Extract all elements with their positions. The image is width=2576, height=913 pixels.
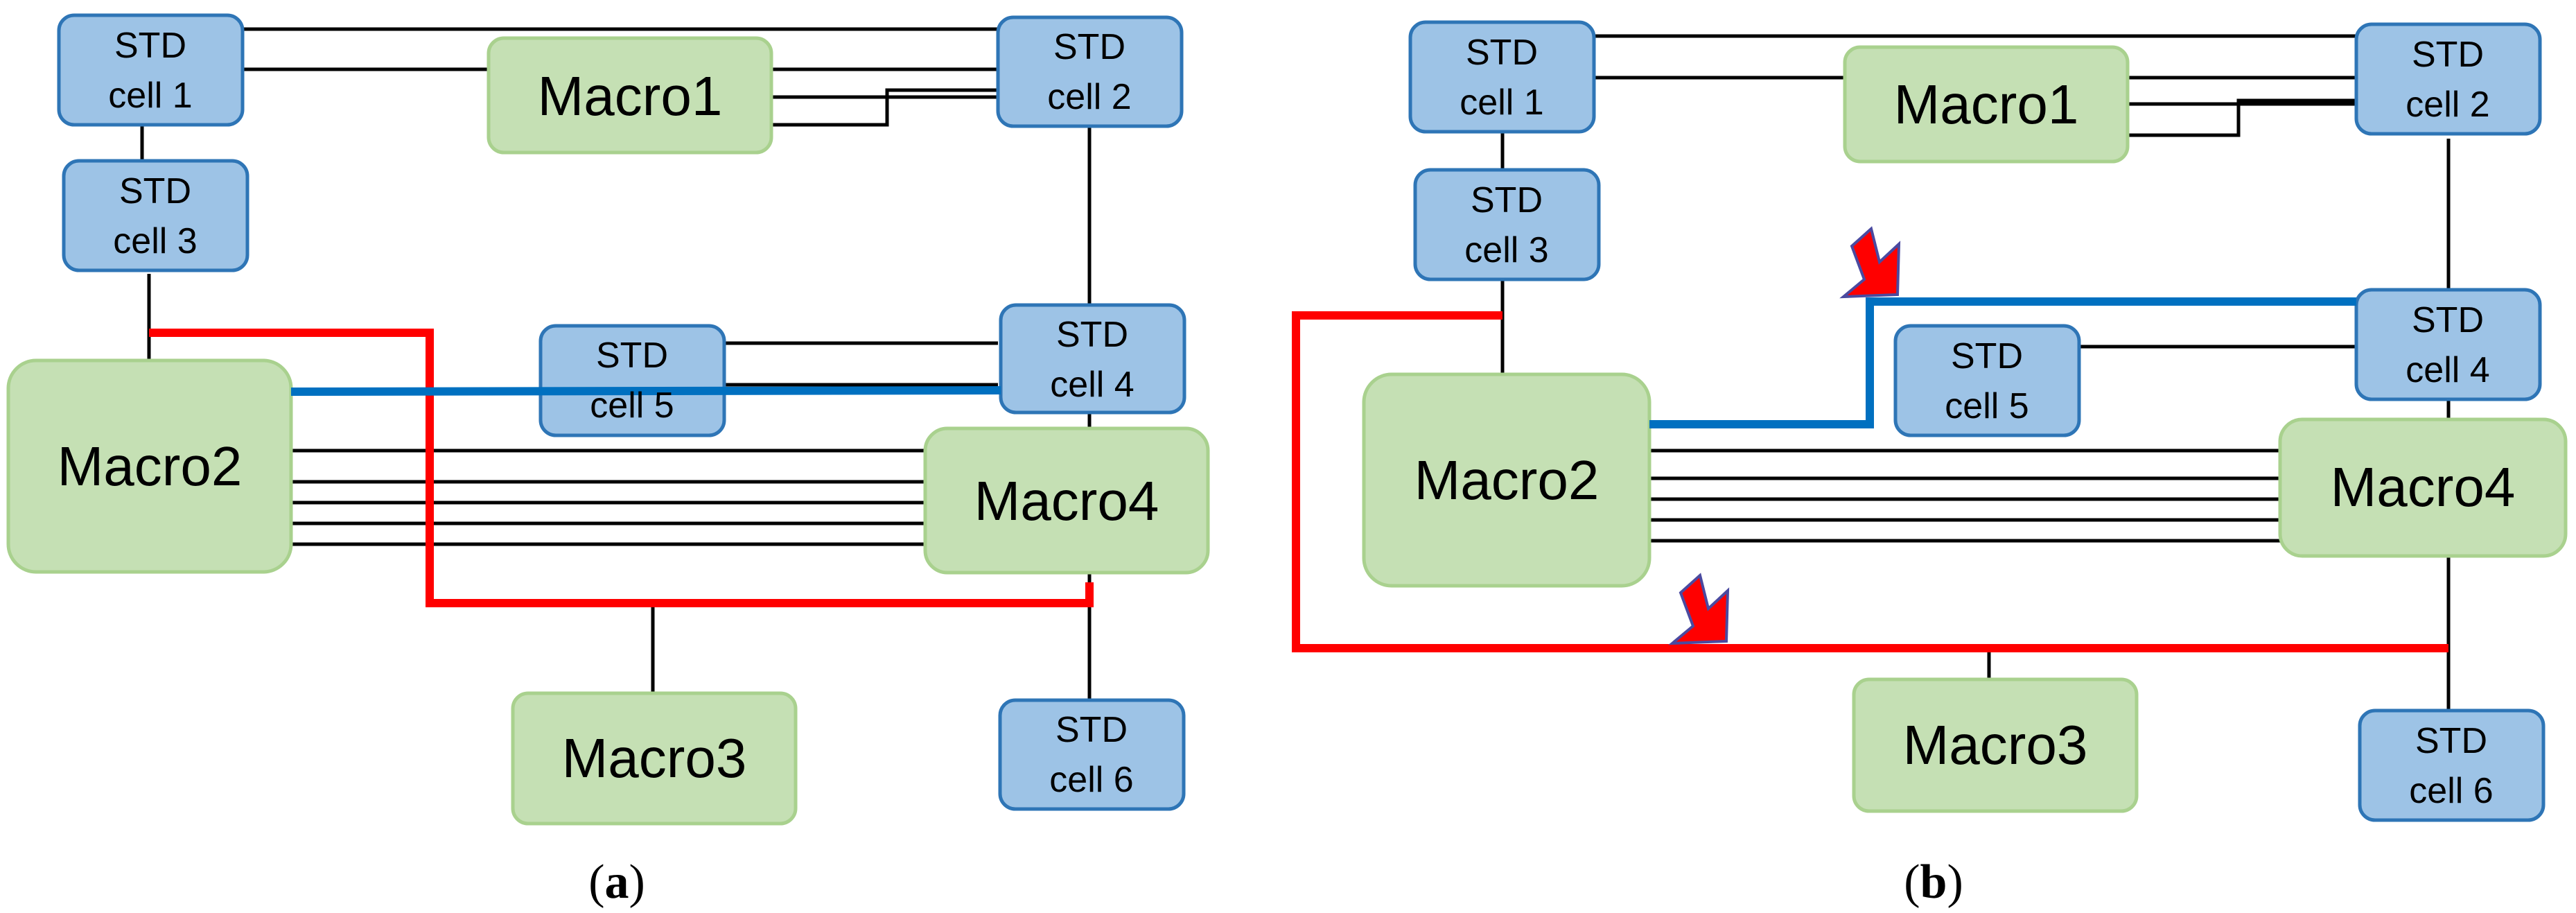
panel-a-macro3	[511, 691, 798, 826]
panel-b-macro2	[1362, 372, 1651, 588]
panel-a-cell-4-label-top: STD	[1056, 315, 1128, 355]
panel-a-cell-1-label-top: STD	[114, 26, 186, 66]
panel-a-macro2-label: Macro2	[58, 435, 243, 497]
panel-a-std-cell-3	[62, 159, 249, 272]
panel-a-macro4	[923, 426, 1210, 575]
panel-b-std-cell-4	[2354, 288, 2542, 401]
panel-b-std-cell-3	[1413, 168, 1601, 281]
panel-a-blue-net	[290, 386, 1001, 396]
panel-a-std-cell-4	[999, 303, 1186, 415]
panel-a-caption-letter: a	[605, 855, 629, 909]
panel-b-red-net	[1292, 311, 2448, 652]
panel-a-red-net	[149, 329, 1094, 607]
panel-b-cell-5-label-bottom: cell 5	[1945, 386, 2029, 426]
panel-a-cell-2-label-bottom: cell 2	[1047, 77, 1131, 117]
panel-a-macro2	[6, 358, 293, 574]
panel-b-cell-4-label-bottom: cell 4	[2406, 350, 2489, 390]
panel-b-cell-6-label-bottom: cell 6	[2409, 771, 2493, 811]
panel-b-caption: (b)	[1904, 855, 1963, 909]
panel-a-std-cell-6	[998, 698, 1186, 811]
panel-a-cell-3-label-top: STD	[119, 171, 191, 211]
panel-a-cell-2-label-top: STD	[1053, 27, 1125, 67]
panel-a-caption: (a)	[588, 855, 645, 909]
panel-a-cell-6-label-bottom: cell 6	[1049, 760, 1133, 800]
panel-a-wires	[140, 27, 1092, 700]
panel-b-cell-4-label-top: STD	[2412, 300, 2484, 340]
panel-a: STD cell 1 STD cell 2 STD cell 3 STD cel…	[6, 13, 1210, 909]
panel-a-macro4-label: Macro4	[974, 470, 1159, 532]
panel-a-cell-6-label-top: STD	[1055, 710, 1128, 750]
panel-a-std-cell-1	[57, 13, 245, 127]
panel-b-cell-1-label-bottom: cell 1	[1460, 82, 1543, 123]
panel-b: STD cell 1 STD cell 2 STD cell 3 STD cel…	[1292, 20, 2568, 909]
panel-b-caption-letter: b	[1920, 855, 1947, 909]
panel-b-macro1	[1843, 45, 2130, 164]
panel-b-macro3	[1852, 677, 2139, 813]
panel-b-macro4	[2278, 417, 2568, 558]
panel-a-std-cell-2	[996, 15, 1184, 128]
panel-b-cell-2-label-top: STD	[2412, 35, 2484, 75]
panel-a-macro1	[487, 36, 773, 155]
panel-a-cell-5-label-top: STD	[596, 336, 668, 376]
panel-b-wires	[1500, 34, 2451, 711]
panel-b-macro2-label: Macro2	[1414, 449, 1600, 511]
panel-b-std-cell-5	[1893, 324, 2081, 437]
panel-b-cell-1-label-top: STD	[1466, 33, 1538, 73]
panel-a-cell-5-label-bottom: cell 5	[590, 385, 674, 426]
panel-a-cell-4-label-bottom: cell 4	[1050, 365, 1134, 405]
panel-b-cell-6-label-top: STD	[2415, 721, 2487, 761]
panel-b-cell-3-label-bottom: cell 3	[1464, 230, 1548, 270]
panel-b-std-cell-1	[1408, 20, 1596, 134]
panel-b-cell-2-label-bottom: cell 2	[2406, 85, 2489, 125]
panel-a-macro3-label: Macro3	[562, 727, 747, 789]
panel-a-std-cell-5	[538, 324, 726, 437]
panel-b-cell-3-label-top: STD	[1471, 180, 1543, 220]
panel-a-cell-1-label-bottom: cell 1	[108, 76, 192, 116]
panel-b-std-cell-2	[2354, 22, 2542, 136]
panel-a-macro1-label: Macro1	[538, 65, 723, 127]
panel-b-macro1-label: Macro1	[1894, 73, 2079, 135]
panel-b-cell-5-label-top: STD	[1951, 336, 2023, 376]
panel-b-arrow-top-icon	[1839, 226, 1901, 299]
panel-b-macro4-label: Macro4	[2331, 456, 2516, 518]
panel-b-blue-net	[1649, 297, 2356, 428]
panel-b-std-cell-6	[2358, 708, 2546, 822]
panel-a-cell-3-label-bottom: cell 3	[113, 221, 197, 261]
panel-b-arrow-bottom-icon	[1668, 573, 1730, 645]
panel-b-macro3-label: Macro3	[1903, 714, 2088, 776]
